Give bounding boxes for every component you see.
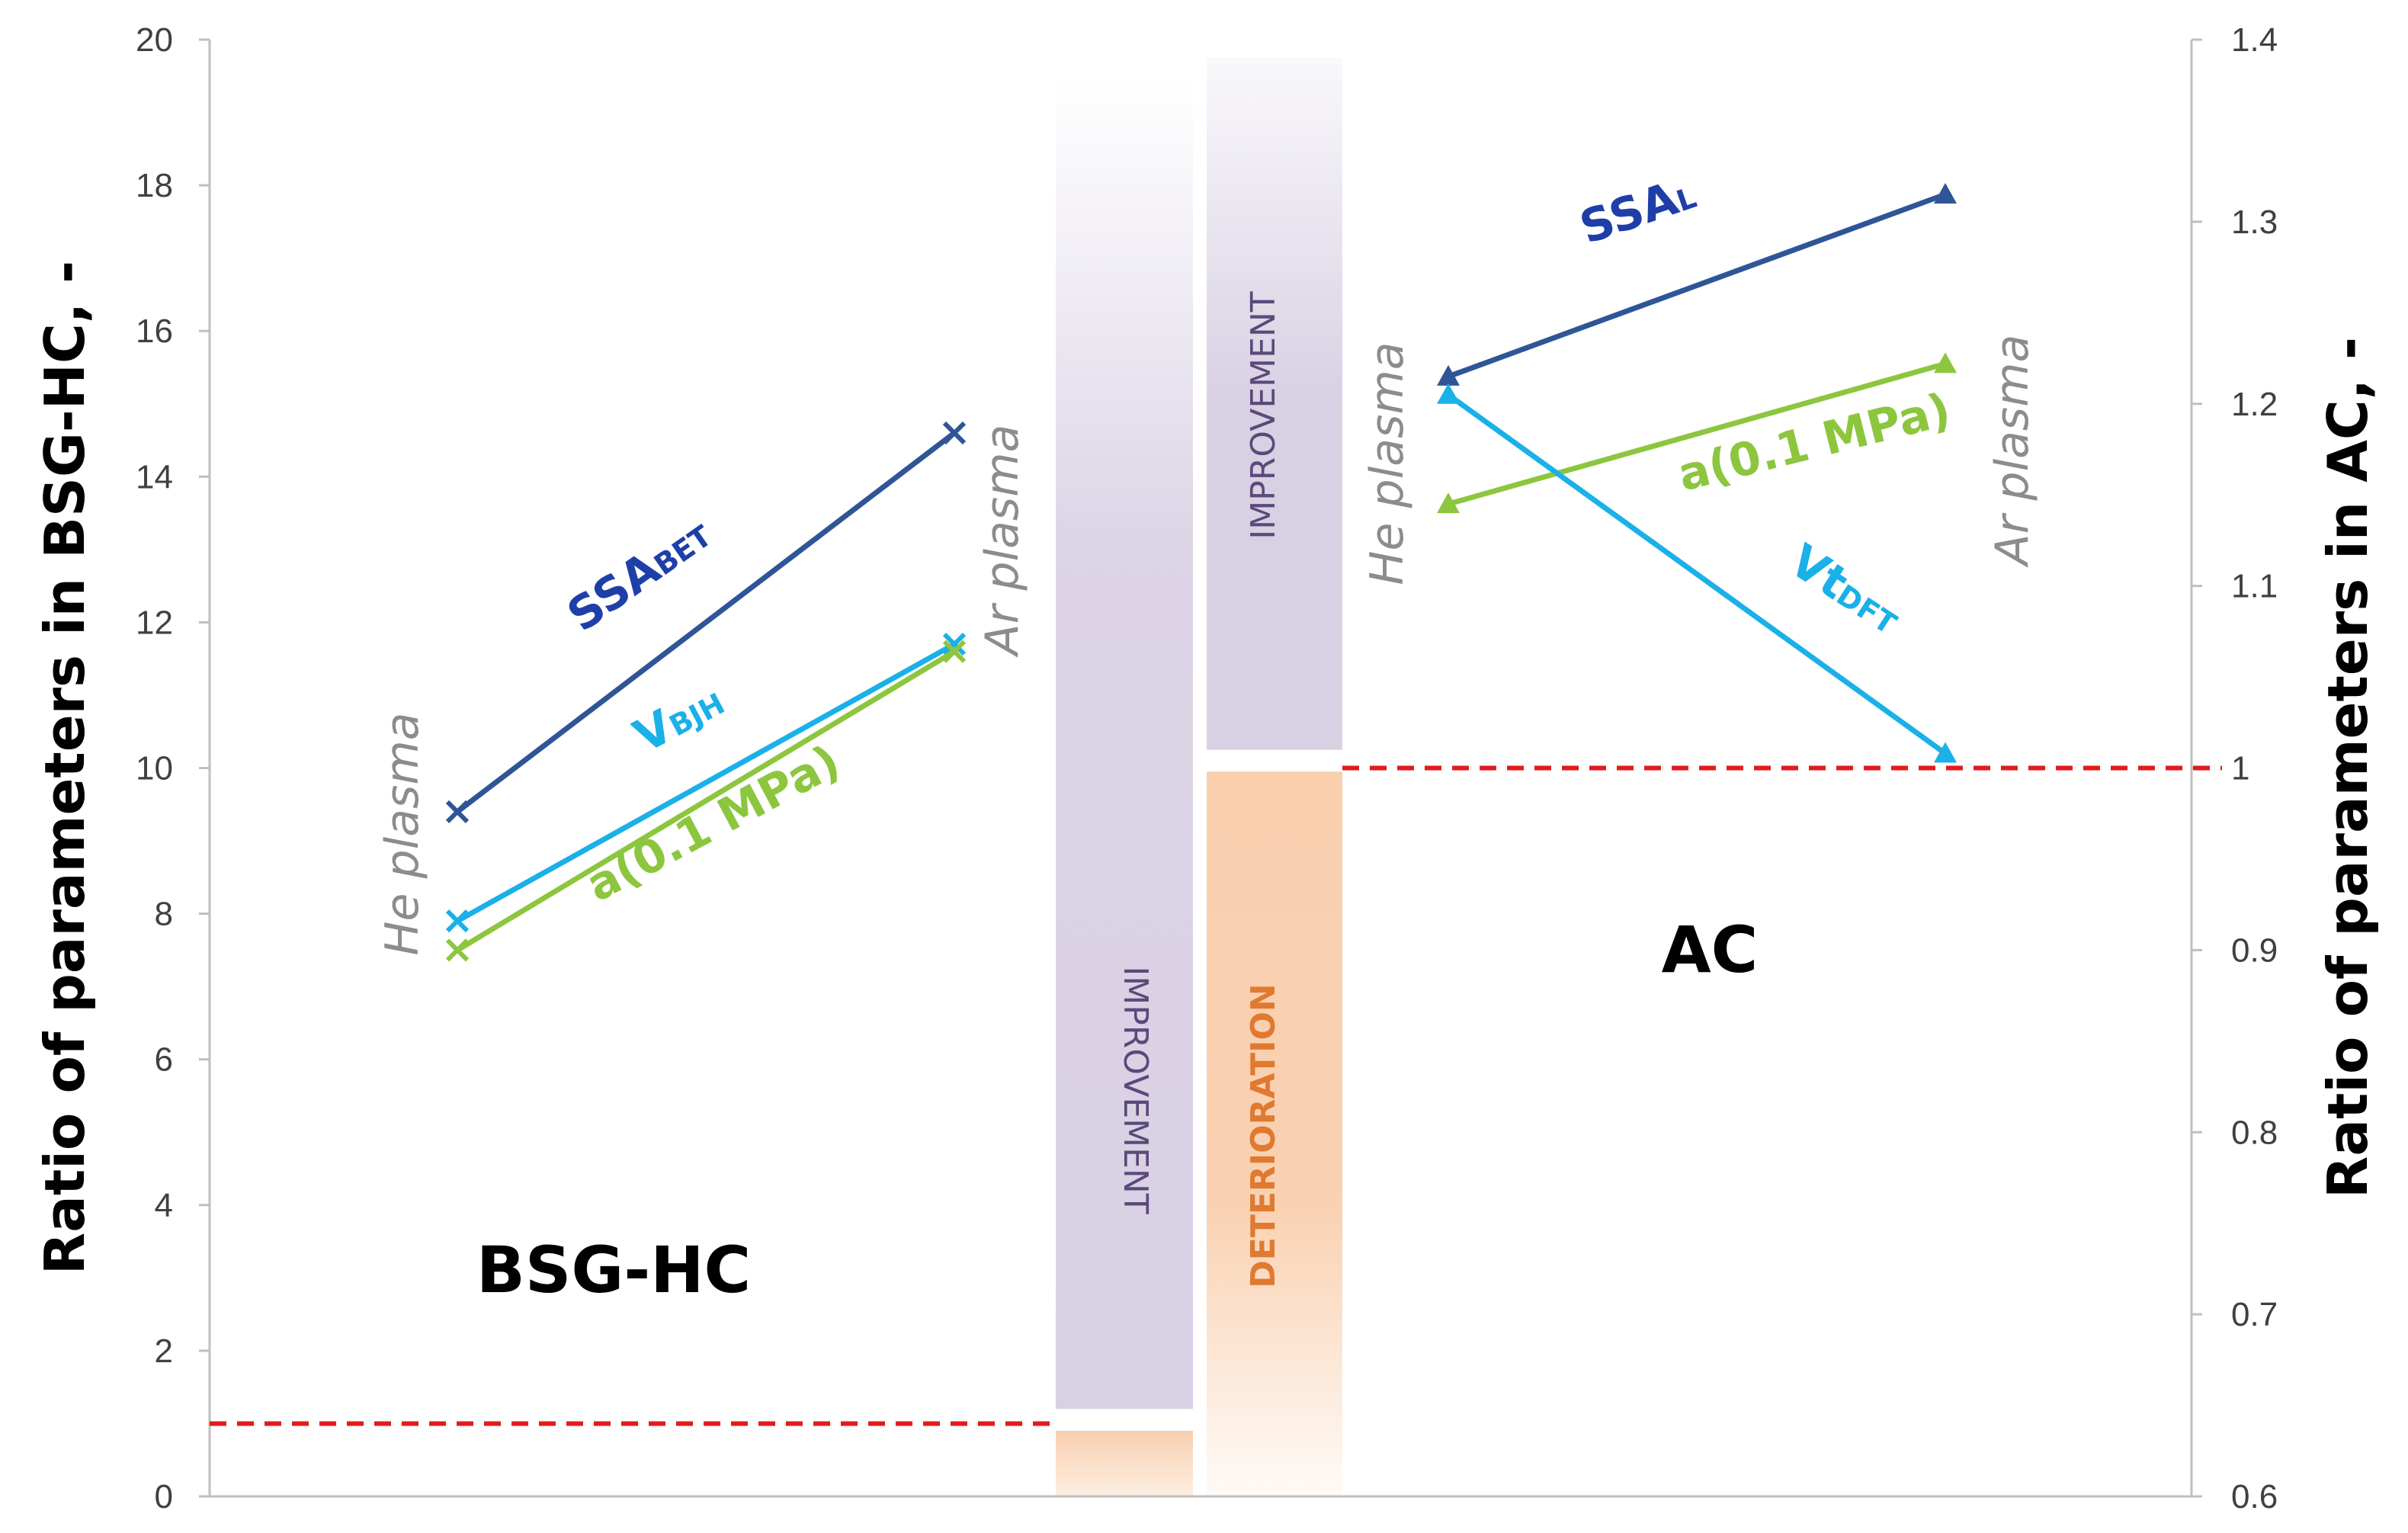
data-point-vtdft-0 — [1437, 383, 1460, 404]
left-tick-label: 20 — [136, 21, 173, 59]
series-label-a-left: a(0.1 MPa) — [578, 735, 848, 912]
data-point-vtdft-1 — [1934, 742, 1957, 763]
left-tick-label: 12 — [136, 604, 173, 641]
data-point-vbjh-0 — [445, 909, 470, 933]
series — [445, 183, 1957, 962]
left-tick-label: 16 — [136, 313, 173, 350]
right-tick-label: 1.2 — [2231, 386, 2278, 423]
point-label-ar-plasma-right: Ar plasma — [1986, 335, 2039, 569]
data-point-a-0-1-mpa--1 — [942, 640, 967, 663]
zones: IMPROVEMENT IMPROVEMENT DETERIORATION — [1056, 57, 1342, 1496]
data-point-ssabet-1 — [942, 421, 967, 445]
series-line-a-0-1-mpa- — [456, 649, 956, 953]
right-tick-label: 0.7 — [2231, 1296, 2278, 1333]
series-line-ssabet — [455, 431, 957, 814]
left-tick-label: 6 — [155, 1041, 173, 1079]
improvement-zone-left — [1056, 75, 1193, 1410]
left-tick-label: 4 — [155, 1187, 173, 1224]
left-tick-label: 14 — [136, 458, 173, 495]
left-tick-label: 10 — [136, 750, 173, 787]
series-label-vt-dft: VtDFT — [1780, 534, 1910, 645]
left-tick-label: 0 — [155, 1478, 173, 1515]
right-axis-ticks: 0.6 0.7 0.8 0.9 1 1.1 1.2 1.3 1.4 — [2192, 21, 2278, 1515]
deterioration-label-right: DETERIORATION — [1244, 983, 1283, 1288]
right-tick-label: 0.8 — [2231, 1114, 2278, 1151]
point-label-he-plasma-right: He plasma — [1361, 342, 1414, 585]
right-tick-label: 1.3 — [2231, 204, 2278, 241]
data-point-ssal-1 — [1934, 183, 1957, 204]
data-point-ssabet-0 — [445, 800, 470, 823]
data-point-a-0-1-mpa--0 — [445, 938, 470, 962]
reference-lines — [210, 765, 2222, 1426]
right-tick-label: 1.1 — [2231, 568, 2278, 605]
right-tick-label: 1 — [2231, 750, 2249, 787]
data-point-a-0-1-mpa--1 — [1934, 352, 1957, 374]
series-label-ssa-l: SSAL — [1573, 166, 1702, 255]
region-label-bsg-hc: BSG-HC — [476, 1233, 751, 1307]
left-axis-ticks: 0 2 4 6 8 10 12 14 16 18 20 — [136, 21, 210, 1515]
point-label-ar-plasma-left: Ar plasma — [976, 425, 1029, 659]
right-tick-label: 0.9 — [2231, 932, 2278, 969]
improvement-zone-right — [1207, 57, 1342, 750]
improvement-label-left: IMPROVEMENT — [1116, 966, 1155, 1214]
deterioration-zone-left — [1056, 1431, 1193, 1496]
data-point-a-0-1-mpa--0 — [1437, 492, 1460, 514]
series-line-a-0-1-mpa- — [1448, 361, 1946, 507]
left-tick-label: 18 — [136, 167, 173, 204]
series-line-ssal — [1447, 191, 1947, 380]
series-label-v-bjh: VBJH — [626, 673, 733, 764]
left-axis-title: Ratio of parameters in BSG-HC, - — [33, 261, 97, 1275]
left-tick-label: 8 — [155, 896, 173, 933]
improvement-label-right: IMPROVEMENT — [1244, 291, 1283, 539]
series-label-ssa-bet: SSABET — [558, 506, 720, 642]
left-tick-label: 2 — [155, 1333, 173, 1370]
series-line-vbjh — [456, 642, 956, 924]
right-tick-label: 0.6 — [2231, 1478, 2278, 1515]
deterioration-zone-right — [1207, 771, 1342, 1496]
region-label-ac: AC — [1662, 912, 1759, 987]
data-point-ssal-0 — [1437, 364, 1460, 386]
data-point-vbjh-1 — [942, 632, 967, 656]
right-axis-title: Ratio of parameters in AC, - — [2316, 337, 2380, 1198]
right-tick-label: 1.4 — [2231, 21, 2278, 59]
point-label-he-plasma-left: He plasma — [376, 712, 429, 955]
series-line-vtdft — [1446, 392, 1948, 756]
